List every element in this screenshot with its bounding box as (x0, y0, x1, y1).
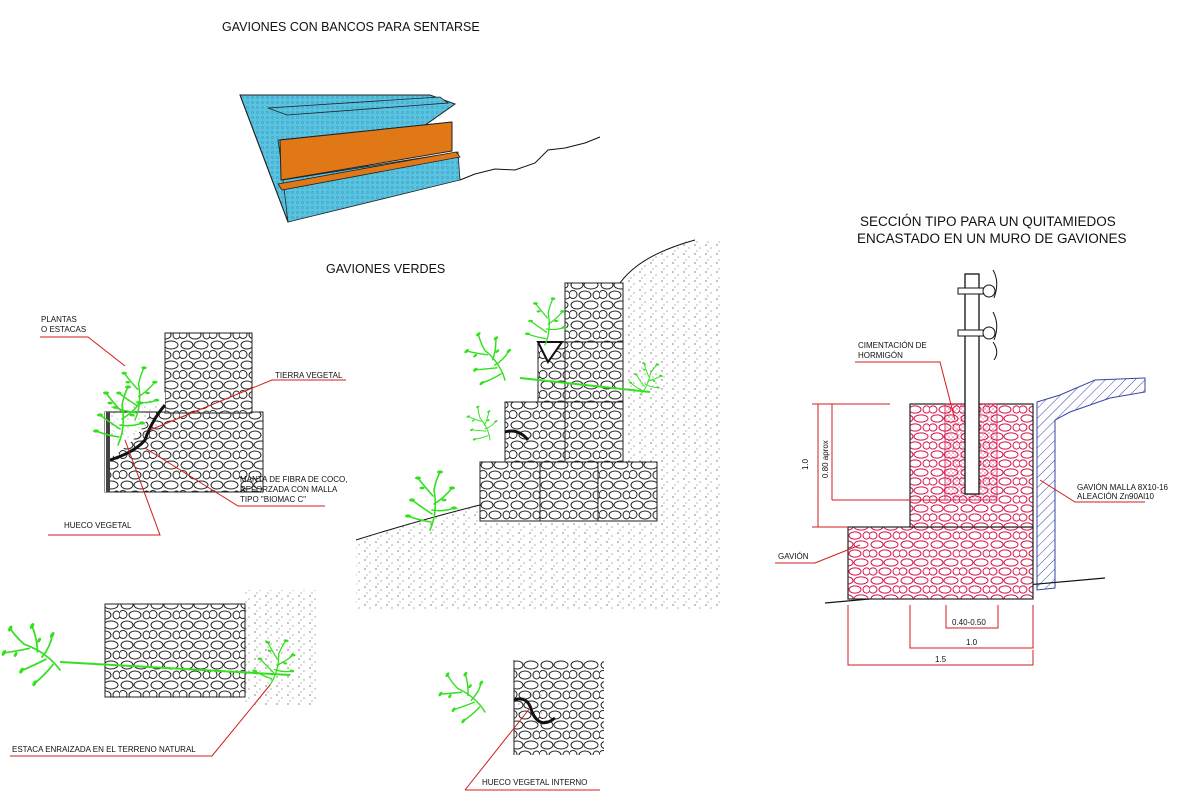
detail-estaca-gabion (0, 590, 320, 705)
title-seccion-line2: ENCASTADO EN UN MURO DE GAVIONES (857, 231, 1127, 246)
leader-plantas (40, 336, 126, 367)
label-manta-line1: MANTA DE FIBRA DE COCO, (240, 475, 347, 484)
leader-manta (144, 447, 325, 507)
bench-gabion-illustration (239, 94, 601, 223)
label-gavion-malla-line1: GAVIÓN MALLA 8X10-16 (1077, 483, 1169, 492)
leader-tierra (149, 379, 346, 431)
label-manta-line2: REFORZADA CON MALLA (240, 485, 338, 494)
dim-width-total: 1.5 (935, 655, 947, 664)
title-bancos: GAVIONES CON BANCOS PARA SENTARSE (222, 20, 480, 34)
leader-hueco (48, 439, 161, 536)
dim-height-total: 1.0 (801, 458, 810, 470)
label-gavion: GAVIÓN (778, 552, 809, 561)
label-hueco-interno: HUECO VEGETAL INTERNO (482, 778, 587, 787)
label-gavion-malla-line2: ALEACIÓN Zn90Al10 (1077, 492, 1154, 501)
label-estaca: ESTACA ENRAIZADA EN EL TERRENO NATURAL (12, 745, 196, 754)
title-seccion-line1: SECCIÓN TIPO PARA UN QUITAMIEDOS (860, 214, 1116, 229)
leader-gavion (775, 544, 861, 564)
label-cimentacion-line2: HORMIGÓN (858, 351, 903, 360)
detail-hueco-interno (427, 660, 604, 755)
detail-plantas-gabion (92, 332, 264, 493)
label-tierra-vegetal: TIERRA VEGETAL (275, 371, 343, 380)
leader-hueco-interno (464, 707, 600, 791)
label-plantas-line1: PLANTAS (41, 315, 77, 324)
leader-gavion-malla (1039, 479, 1145, 503)
title-verdes: GAVIONES VERDES (326, 262, 445, 276)
leader-estaca (10, 684, 271, 757)
label-hueco-vegetal: HUECO VEGETAL (64, 521, 132, 530)
dim-height-post: 0.80 aprox (821, 440, 830, 478)
dim-width-post: 0.40-0.50 (952, 618, 986, 627)
dim-width-upper: 1.0 (966, 638, 978, 647)
label-plantas-line2: O ESTACAS (41, 325, 86, 334)
section-quitamiedos (824, 269, 1146, 604)
label-manta-line3: TIPO "BIOMAC C" (240, 495, 306, 504)
leader-cimentacion (855, 361, 956, 421)
detail-stepped-wall (355, 239, 720, 610)
dimension-lines (812, 403, 1034, 666)
label-cimentacion-line1: CIMENTACIÓN DE (858, 341, 927, 350)
